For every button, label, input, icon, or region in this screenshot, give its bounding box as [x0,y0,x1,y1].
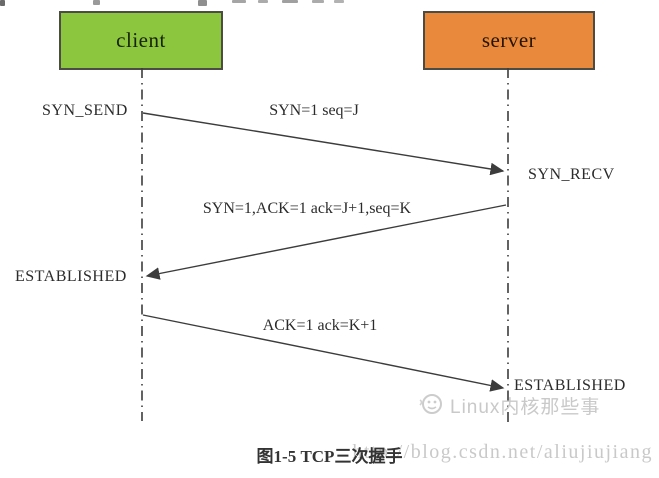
client-label: client [116,28,166,52]
watermark-url-text: http://blog.csdn.net/aliujiujiang [352,441,653,463]
client-actor-box: client [59,11,223,70]
message-syn-ack-label: SYN=1,ACK=1 ack=J+1,seq=K [202,200,412,217]
server-actor-box: server [423,11,595,70]
server-label: server [481,28,537,52]
state-established-server: ESTABLISHED [514,377,626,394]
message-ack-label: ACK=1 ack=K+1 [262,317,378,334]
state-syn-send: SYN_SEND [42,102,128,119]
message-syn-label: SYN=1 seq=J [269,102,359,119]
arrow-syn [142,112,505,176]
arrow-syn-ack [145,204,507,280]
figure-caption: 图1-5 TCP三次握手 [256,447,403,466]
watermark-logo-icon [419,394,442,414]
watermark-brand-text: Linux内核那些事 [450,397,601,418]
state-syn-recv: SYN_RECV [528,166,615,183]
state-established-client: ESTABLISHED [15,268,127,285]
arrow-ack [142,314,505,392]
